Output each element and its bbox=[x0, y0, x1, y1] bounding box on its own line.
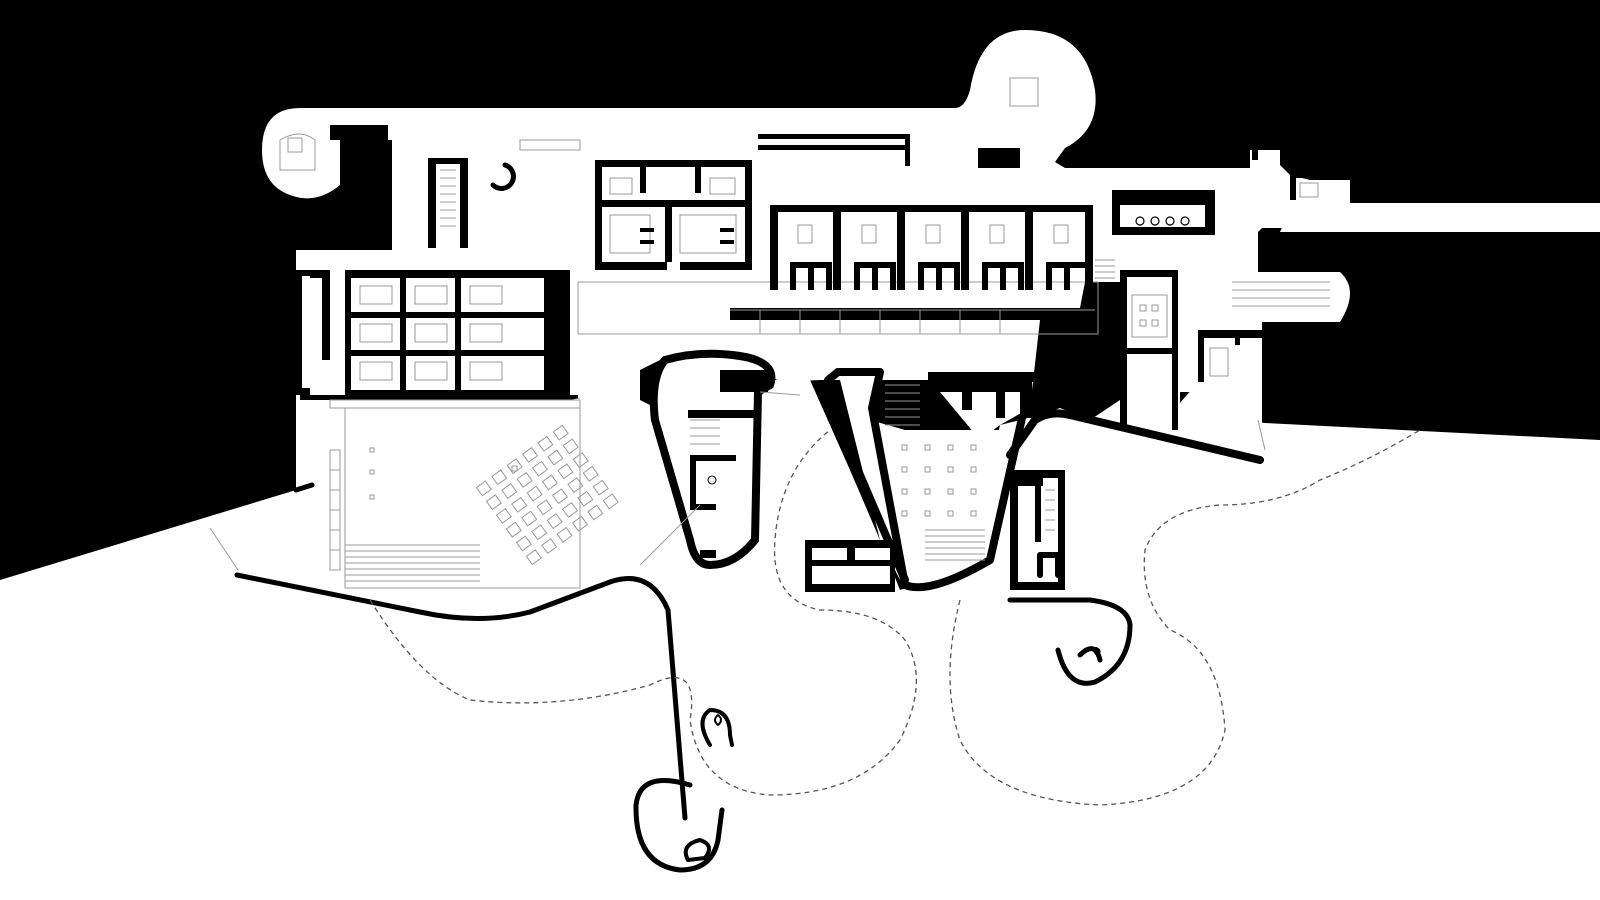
amphitheatre-seat-block bbox=[531, 460, 549, 477]
guest-rooms bbox=[770, 205, 1115, 290]
pavilion-courtyard bbox=[805, 368, 1040, 592]
courtyard-planter-marker bbox=[947, 510, 954, 517]
lower-terrace bbox=[296, 400, 578, 590]
north-walls bbox=[519, 77, 1039, 168]
amphitheatre-seat-block bbox=[582, 465, 599, 482]
amphitheatre-seat-block bbox=[592, 479, 609, 496]
courtyard-planter-marker bbox=[901, 510, 908, 517]
courtyard-planter-marker bbox=[901, 466, 908, 473]
amphitheatre-seat-block bbox=[572, 452, 589, 469]
corridor-partitions bbox=[730, 309, 1095, 334]
terrace-pool bbox=[329, 399, 619, 589]
amphitheatre-seat-block bbox=[526, 485, 543, 502]
amphitheatre-seat-block bbox=[516, 471, 533, 488]
amphitheatre-seat-block bbox=[485, 494, 502, 511]
amphitheatre-seat-block bbox=[571, 515, 589, 532]
amphitheatre-seat-block bbox=[577, 490, 594, 507]
courtyard-planter-marker bbox=[947, 466, 954, 473]
amphitheatre-seat-block bbox=[525, 549, 542, 566]
amphitheatre-seat-block bbox=[557, 463, 574, 480]
building-footprint bbox=[262, 30, 1600, 490]
amphitheatre-seat-block bbox=[551, 488, 569, 505]
amphitheatre-seat-block bbox=[537, 435, 554, 452]
amphitheatre-seat-block bbox=[561, 501, 579, 518]
landscape-walls bbox=[234, 482, 1133, 873]
courtyard-planter-marker bbox=[970, 488, 977, 495]
amphitheatre-seat-block bbox=[541, 474, 559, 491]
courtyard-planter-marker bbox=[947, 444, 954, 451]
courtyard-planter-marker bbox=[947, 488, 954, 495]
amphitheatre-seat-block bbox=[531, 524, 548, 541]
courtyard-planter-marker bbox=[970, 466, 977, 473]
rounded-corner-room-left bbox=[279, 125, 388, 171]
amphitheatre-seat-block bbox=[567, 477, 584, 494]
amphitheatre-seat-block bbox=[562, 438, 579, 455]
courtyard-planter-marker bbox=[924, 466, 931, 473]
amphitheatre-seat-block bbox=[541, 538, 558, 555]
amphitheatre-seat-block bbox=[491, 469, 508, 486]
amphitheatre-seat-block bbox=[495, 507, 512, 524]
amphitheatre-seat-block bbox=[511, 496, 528, 513]
courtyard-planter-marker bbox=[924, 488, 931, 495]
west-wing bbox=[296, 270, 570, 395]
courtyard-planter-marker bbox=[924, 444, 931, 451]
courtyard-planter-marker bbox=[970, 444, 977, 451]
amphitheatre-seat-block bbox=[602, 493, 619, 510]
courtyard-planter-marker bbox=[924, 510, 931, 517]
amphitheatre-seat-block bbox=[506, 458, 523, 475]
amphitheatre-seat-block bbox=[521, 446, 539, 463]
stair-core bbox=[428, 158, 516, 248]
amphitheatre-seat-block bbox=[587, 504, 604, 521]
pavilion-west bbox=[649, 349, 776, 570]
north-room-cluster bbox=[595, 160, 752, 270]
amphitheatre-seat-block bbox=[547, 449, 564, 466]
courtyard-planter-marker bbox=[970, 510, 977, 517]
amphitheatre-seat-block bbox=[536, 499, 553, 516]
amphitheatre-seat-block bbox=[475, 480, 492, 497]
courtyard-planter-marker bbox=[901, 488, 908, 495]
amphitheatre-seat-block bbox=[546, 513, 563, 530]
amphitheatre-seat-block bbox=[515, 535, 532, 552]
site-lines bbox=[209, 391, 1266, 571]
courtyard-planter-marker bbox=[901, 444, 908, 451]
amphitheatre-seat-block bbox=[505, 521, 522, 538]
east-block bbox=[1112, 135, 1350, 430]
east-court-wing bbox=[1006, 409, 1264, 590]
amphitheatre-seat-block bbox=[501, 483, 518, 500]
amphitheatre-seat-block bbox=[556, 526, 573, 543]
amphitheatre-seat-block bbox=[521, 510, 538, 527]
footpaths bbox=[369, 429, 1421, 806]
amphitheatre-seat-block bbox=[552, 424, 569, 441]
